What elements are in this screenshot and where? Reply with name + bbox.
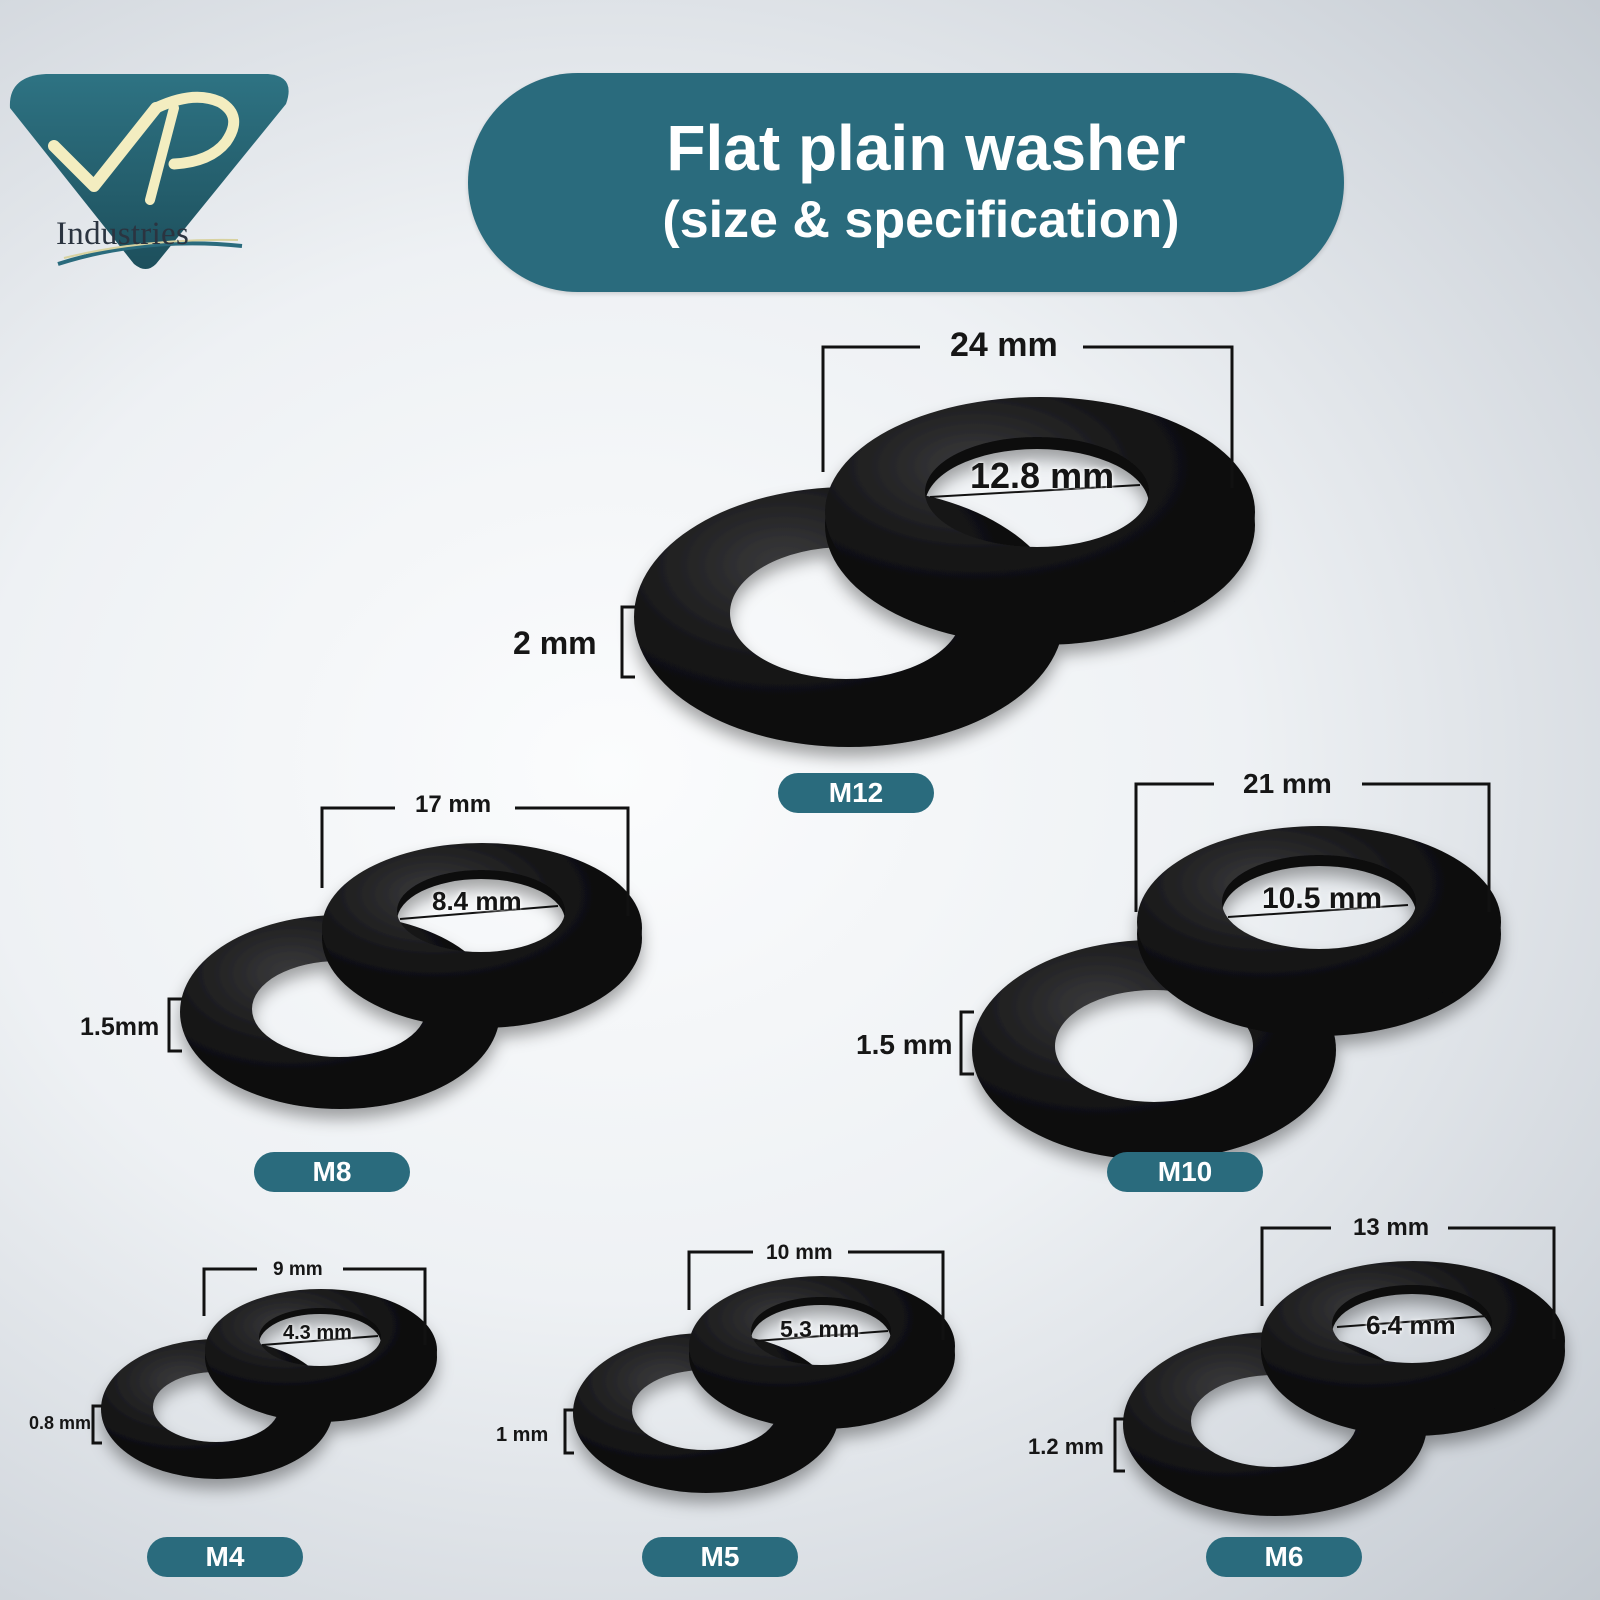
m4-thickness: 0.8 mm xyxy=(29,1413,92,1433)
m6-inner-diameter: 6.4 mm xyxy=(1366,1310,1456,1340)
washer-m10 xyxy=(972,826,1501,1160)
washer-m6 xyxy=(1123,1261,1565,1516)
m6-size-label: M6 xyxy=(1206,1537,1362,1577)
m8-thickness: 1.5mm xyxy=(80,1013,160,1041)
m4-inner-diameter: 4.3 mm xyxy=(283,1322,352,1344)
logo-triangle-icon xyxy=(9,74,289,269)
m5-inner-diameter: 5.3 mm xyxy=(780,1316,860,1342)
m10-outer-diameter: 21 mm xyxy=(1243,768,1332,799)
m8-inner-diameter: 8.4 mm xyxy=(432,886,522,916)
m4-dimension-lines xyxy=(91,1267,427,1445)
logo-text: Industries xyxy=(56,216,190,252)
m10-thickness: 1.5 mm xyxy=(856,1029,953,1060)
m8-outer-diameter: 17 mm xyxy=(415,791,492,818)
m12-thickness: 2 mm xyxy=(513,625,597,661)
m10-inner-diameter: 10.5 mm xyxy=(1262,882,1383,915)
m6-dimension-lines xyxy=(1113,1226,1556,1473)
m10-size-label: M10 xyxy=(1107,1152,1263,1192)
m10-dimension-lines xyxy=(959,782,1491,1076)
m4-outer-diameter: 9 mm xyxy=(273,1259,323,1280)
m4-size-label: M4 xyxy=(147,1537,303,1577)
m6-thickness: 1.2 mm xyxy=(1028,1434,1104,1459)
m8-size-label: M8 xyxy=(254,1152,410,1192)
m5-size-label: M5 xyxy=(642,1537,798,1577)
m5-thickness: 1 mm xyxy=(496,1424,549,1446)
m12-outer-diameter: 24 mm xyxy=(950,326,1058,364)
washer-m8 xyxy=(180,843,642,1109)
m5-dimension-lines xyxy=(563,1250,945,1455)
page-subtitle: (size & specification) xyxy=(662,190,1180,249)
washer-m12 xyxy=(634,397,1255,747)
m6-outer-diameter: 13 mm xyxy=(1353,1214,1430,1241)
page-title: Flat plain washer xyxy=(666,111,1186,184)
m12-size-label: M12 xyxy=(778,773,934,813)
brand-logo: Industries xyxy=(6,68,296,278)
m12-dimension-lines xyxy=(620,345,1234,679)
washer-m5 xyxy=(573,1276,955,1493)
m5-outer-diameter: 10 mm xyxy=(766,1241,833,1264)
washer-m4 xyxy=(101,1289,437,1479)
m8-dimension-lines xyxy=(167,806,630,1053)
title-banner: Flat plain washer (size & specification) xyxy=(468,73,1344,292)
m12-inner-diameter: 12.8 mm xyxy=(970,455,1115,496)
